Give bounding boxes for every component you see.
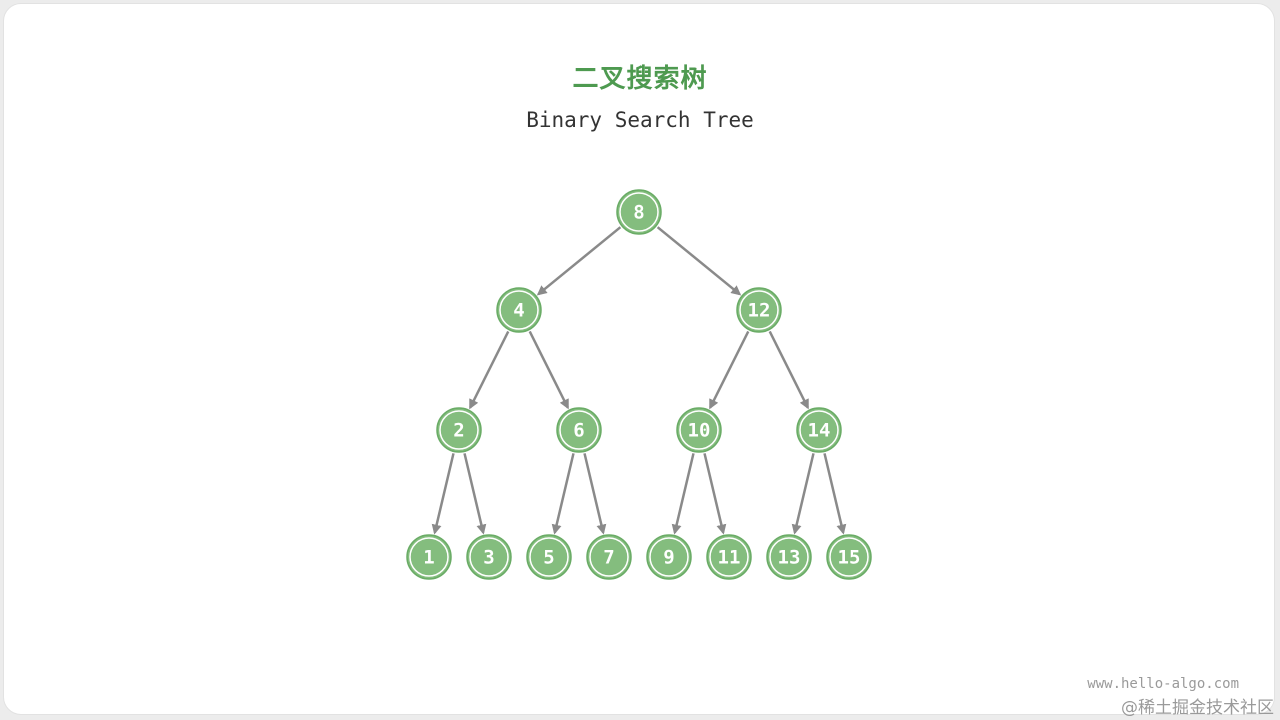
- tree-node-11: 11: [706, 534, 752, 580]
- node-ring: [709, 537, 749, 577]
- edge-2-to-3: [463, 453, 487, 535]
- edge-12-to-14: [768, 330, 809, 410]
- node-label: 9: [663, 547, 674, 569]
- node-circle: [436, 407, 482, 453]
- watermark-url: www.hello-algo.com: [1087, 676, 1239, 692]
- tree-node-12: 12: [736, 287, 782, 333]
- tree-node-14: 14: [796, 407, 842, 453]
- node-label: 4: [513, 300, 524, 322]
- node-circle: [646, 534, 692, 580]
- node-circle: [796, 407, 842, 453]
- node-circle: [676, 407, 722, 453]
- edge-10-to-11: [703, 453, 727, 535]
- tree-node-2: 2: [436, 407, 482, 453]
- node-label: 15: [838, 547, 861, 569]
- edge-8-to-4: [536, 226, 622, 296]
- node-ring: [649, 537, 689, 577]
- node-label: 3: [483, 547, 494, 569]
- node-label: 11: [718, 547, 741, 569]
- tree-node-3: 3: [466, 534, 512, 580]
- node-ring: [679, 410, 719, 450]
- edge-14-to-13: [791, 453, 815, 535]
- node-label: 1: [423, 547, 434, 569]
- node-circle: [736, 287, 782, 333]
- edge-2-to-1: [431, 453, 455, 535]
- edge-4-to-6: [528, 330, 569, 410]
- node-circle: [466, 534, 512, 580]
- node-ring: [589, 537, 629, 577]
- node-label: 14: [808, 420, 831, 442]
- node-ring: [619, 192, 659, 232]
- tree-node-15: 15: [826, 534, 872, 580]
- node-ring: [829, 537, 869, 577]
- node-ring: [559, 410, 599, 450]
- node-circle: [826, 534, 872, 580]
- edge-14-to-15: [823, 453, 847, 535]
- tree-node-10: 10: [676, 407, 722, 453]
- edge-6-to-5: [551, 453, 575, 535]
- node-ring: [769, 537, 809, 577]
- tree-node-9: 9: [646, 534, 692, 580]
- node-ring: [469, 537, 509, 577]
- edge-10-to-9: [671, 453, 695, 535]
- diagram-subtitle: Binary Search Tree: [526, 108, 754, 132]
- node-label: 10: [688, 420, 711, 442]
- tree-node-4: 4: [496, 287, 542, 333]
- node-label: 8: [633, 202, 644, 224]
- edge-8-to-12: [656, 226, 742, 296]
- node-circle: [406, 534, 452, 580]
- node-ring: [409, 537, 449, 577]
- node-ring: [439, 410, 479, 450]
- tree-node-13: 13: [766, 534, 812, 580]
- edge-6-to-7: [583, 453, 607, 535]
- node-circle: [766, 534, 812, 580]
- node-ring: [739, 290, 779, 330]
- node-ring: [529, 537, 569, 577]
- node-circle: [496, 287, 542, 333]
- node-circle: [586, 534, 632, 580]
- edge-4-to-2: [469, 330, 510, 410]
- node-label: 2: [453, 420, 464, 442]
- node-circle: [526, 534, 572, 580]
- tree-node-8: 8: [616, 189, 662, 235]
- node-label: 6: [573, 420, 584, 442]
- node-circle: [616, 189, 662, 235]
- node-label: 12: [748, 300, 771, 322]
- watermark-source: @稀土掘金技术社区: [1121, 698, 1274, 718]
- node-label: 13: [778, 547, 801, 569]
- node-label: 5: [543, 547, 554, 569]
- tree-node-5: 5: [526, 534, 572, 580]
- diagram-card: [3, 3, 1275, 715]
- node-circle: [706, 534, 752, 580]
- tree-node-7: 7: [586, 534, 632, 580]
- tree-edges: [431, 226, 847, 535]
- node-ring: [799, 410, 839, 450]
- node-ring: [499, 290, 539, 330]
- tree-node-1: 1: [406, 534, 452, 580]
- node-circle: [556, 407, 602, 453]
- edge-12-to-10: [709, 330, 750, 410]
- diagram-title: 二叉搜索树: [572, 64, 708, 94]
- tree-node-6: 6: [556, 407, 602, 453]
- node-label: 7: [603, 547, 614, 569]
